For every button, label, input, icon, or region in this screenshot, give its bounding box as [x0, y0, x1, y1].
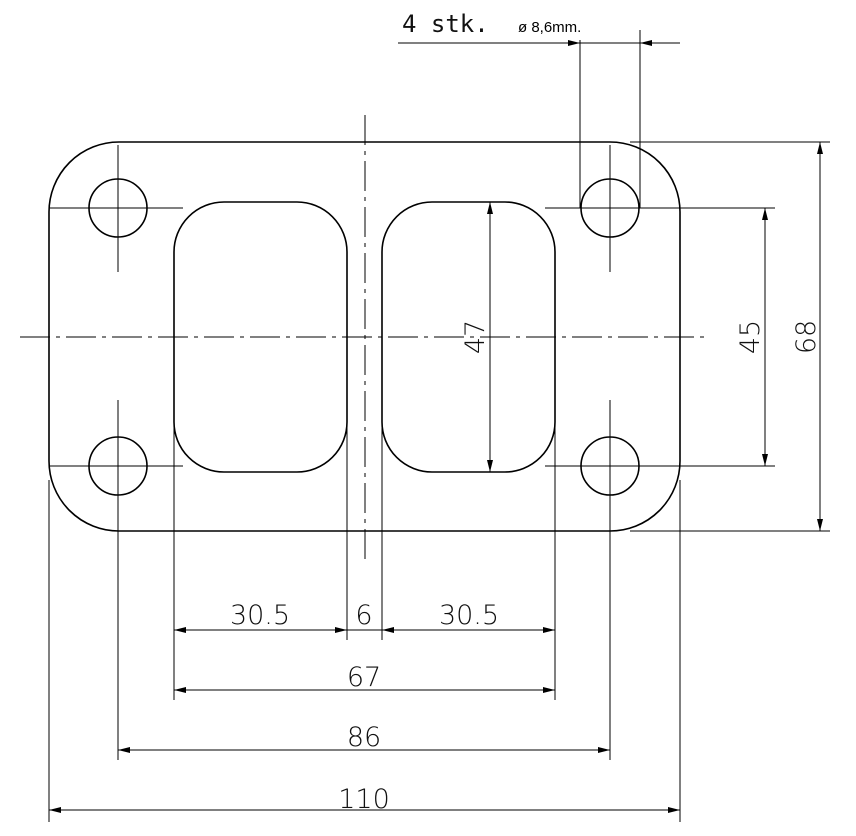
- dim-hole-spacing-y: 45: [735, 320, 766, 354]
- dimension-labels: 30.5 6 30.5 67 86 110 47 45 68 4 stk. ø …: [230, 10, 822, 815]
- dim-port-right: 30.5: [439, 600, 499, 631]
- center-lines: [20, 115, 775, 562]
- dim-port-left: 30.5: [230, 600, 290, 631]
- dim-hole-spacing-x: 86: [347, 722, 381, 753]
- hole-diameter-note: ø 8,6mm.: [518, 19, 581, 36]
- dimension-lines: [49, 40, 823, 813]
- extension-lines: [48, 30, 830, 822]
- dim-divider: 6: [355, 600, 372, 631]
- dim-overall-width: 110: [338, 784, 390, 815]
- dim-ports-total: 67: [347, 662, 381, 693]
- dim-overall-height: 68: [791, 320, 822, 354]
- dim-port-height: 47: [460, 320, 491, 354]
- hole-count-note: 4 stk.: [402, 10, 489, 38]
